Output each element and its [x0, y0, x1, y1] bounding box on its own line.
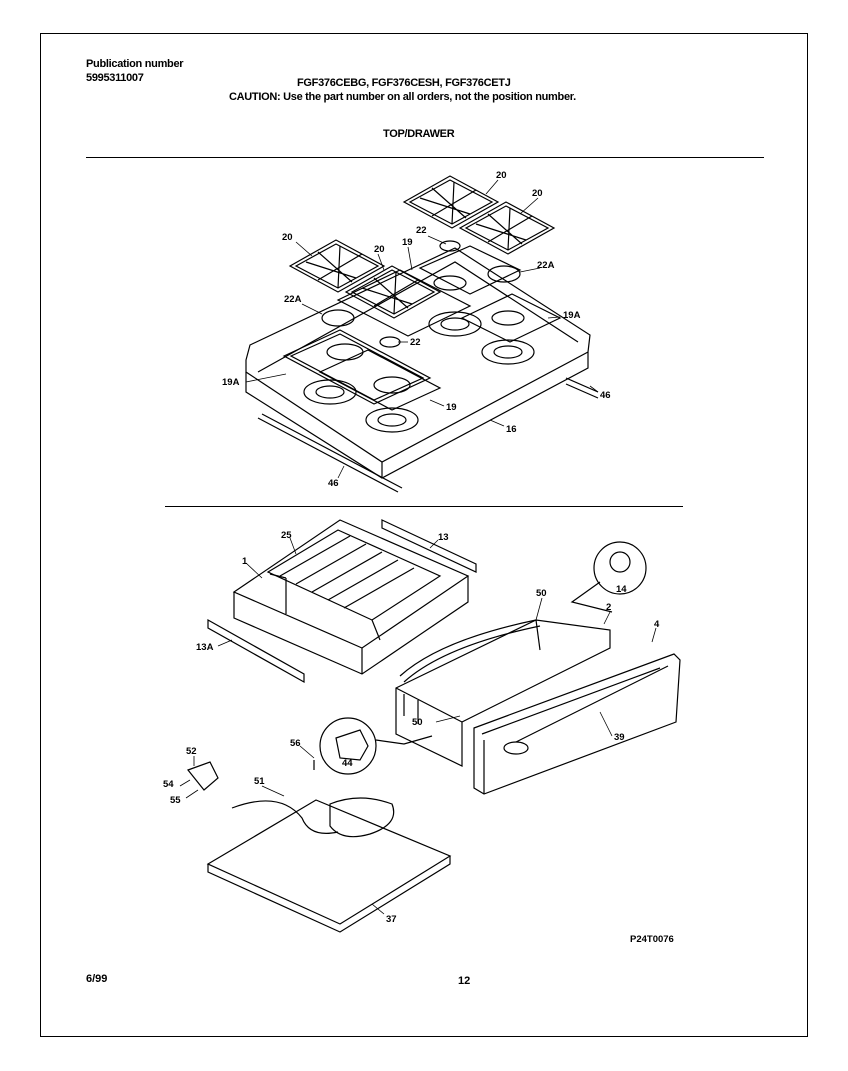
callout-22A-b: 22A	[284, 294, 302, 305]
callout-25: 25	[281, 530, 292, 541]
callout-4: 4	[654, 619, 660, 630]
callout-20-a: 20	[282, 232, 293, 243]
callout-19-b: 19	[446, 402, 457, 413]
section-divider	[165, 506, 683, 507]
revision-date: 6/99	[86, 973, 107, 985]
knob-detail	[570, 541, 647, 613]
callout-50-b: 50	[412, 717, 423, 728]
diagram-code: P24T0076	[630, 934, 674, 945]
broiler-burner-assembly	[187, 760, 452, 933]
drawer-assembly	[395, 619, 681, 795]
callout-16: 16	[506, 424, 517, 435]
callout-55: 55	[170, 795, 181, 806]
callout-19A-b: 19A	[222, 377, 240, 388]
callout-37: 37	[386, 914, 397, 925]
top-leader-lines	[245, 179, 599, 479]
callout-19A-a: 19A	[563, 310, 581, 321]
burner-pans	[282, 245, 562, 411]
burner-grates	[288, 175, 556, 319]
broiler-rack-assembly	[207, 519, 477, 684]
footer: P24T0076 6/99 12	[86, 934, 674, 987]
publication-number: 5995311007	[86, 72, 144, 84]
drawer-callout-labels: 1 25 13 13A 14 2 4 50 50 39 56 44 52 54 …	[163, 530, 660, 925]
ignitor-detail	[319, 717, 433, 775]
section-title: TOP/DRAWER	[383, 128, 455, 140]
caution-note: CAUTION: Use the part number on all orde…	[229, 91, 576, 103]
callout-44: 44	[342, 758, 353, 769]
top-callout-labels: 20 20 20 20 19 19 22 22 22A 22A 19A 19A …	[222, 170, 611, 489]
callout-19-a: 19	[402, 237, 413, 248]
callout-56: 56	[290, 738, 301, 749]
page-number: 12	[458, 975, 470, 987]
callout-20-c: 20	[496, 170, 507, 181]
callout-20-d: 20	[532, 188, 543, 199]
callout-13: 13	[438, 532, 449, 543]
callout-1: 1	[242, 556, 248, 567]
header-divider	[86, 157, 764, 158]
callout-39: 39	[614, 732, 625, 743]
page-frame	[40, 33, 808, 1037]
cooktop-assembly	[245, 247, 599, 493]
callout-52: 52	[186, 746, 197, 757]
callout-46-b: 46	[328, 478, 339, 489]
callout-51: 51	[254, 776, 265, 787]
callout-2: 2	[606, 602, 611, 613]
callout-22A-a: 22A	[537, 260, 555, 271]
publication-label: Publication number	[86, 58, 184, 70]
callout-13A: 13A	[196, 642, 214, 653]
model-numbers: FGF376CEBG, FGF376CESH, FGF376CETJ	[297, 77, 511, 89]
callout-22-a: 22	[416, 225, 427, 236]
callout-14: 14	[616, 584, 627, 595]
callout-54: 54	[163, 779, 174, 790]
callout-46-a: 46	[600, 390, 611, 401]
callout-50-a: 50	[536, 588, 547, 599]
callout-20-b: 20	[374, 244, 385, 255]
drawer-leader-lines	[179, 537, 657, 915]
callout-22-b: 22	[410, 337, 421, 348]
